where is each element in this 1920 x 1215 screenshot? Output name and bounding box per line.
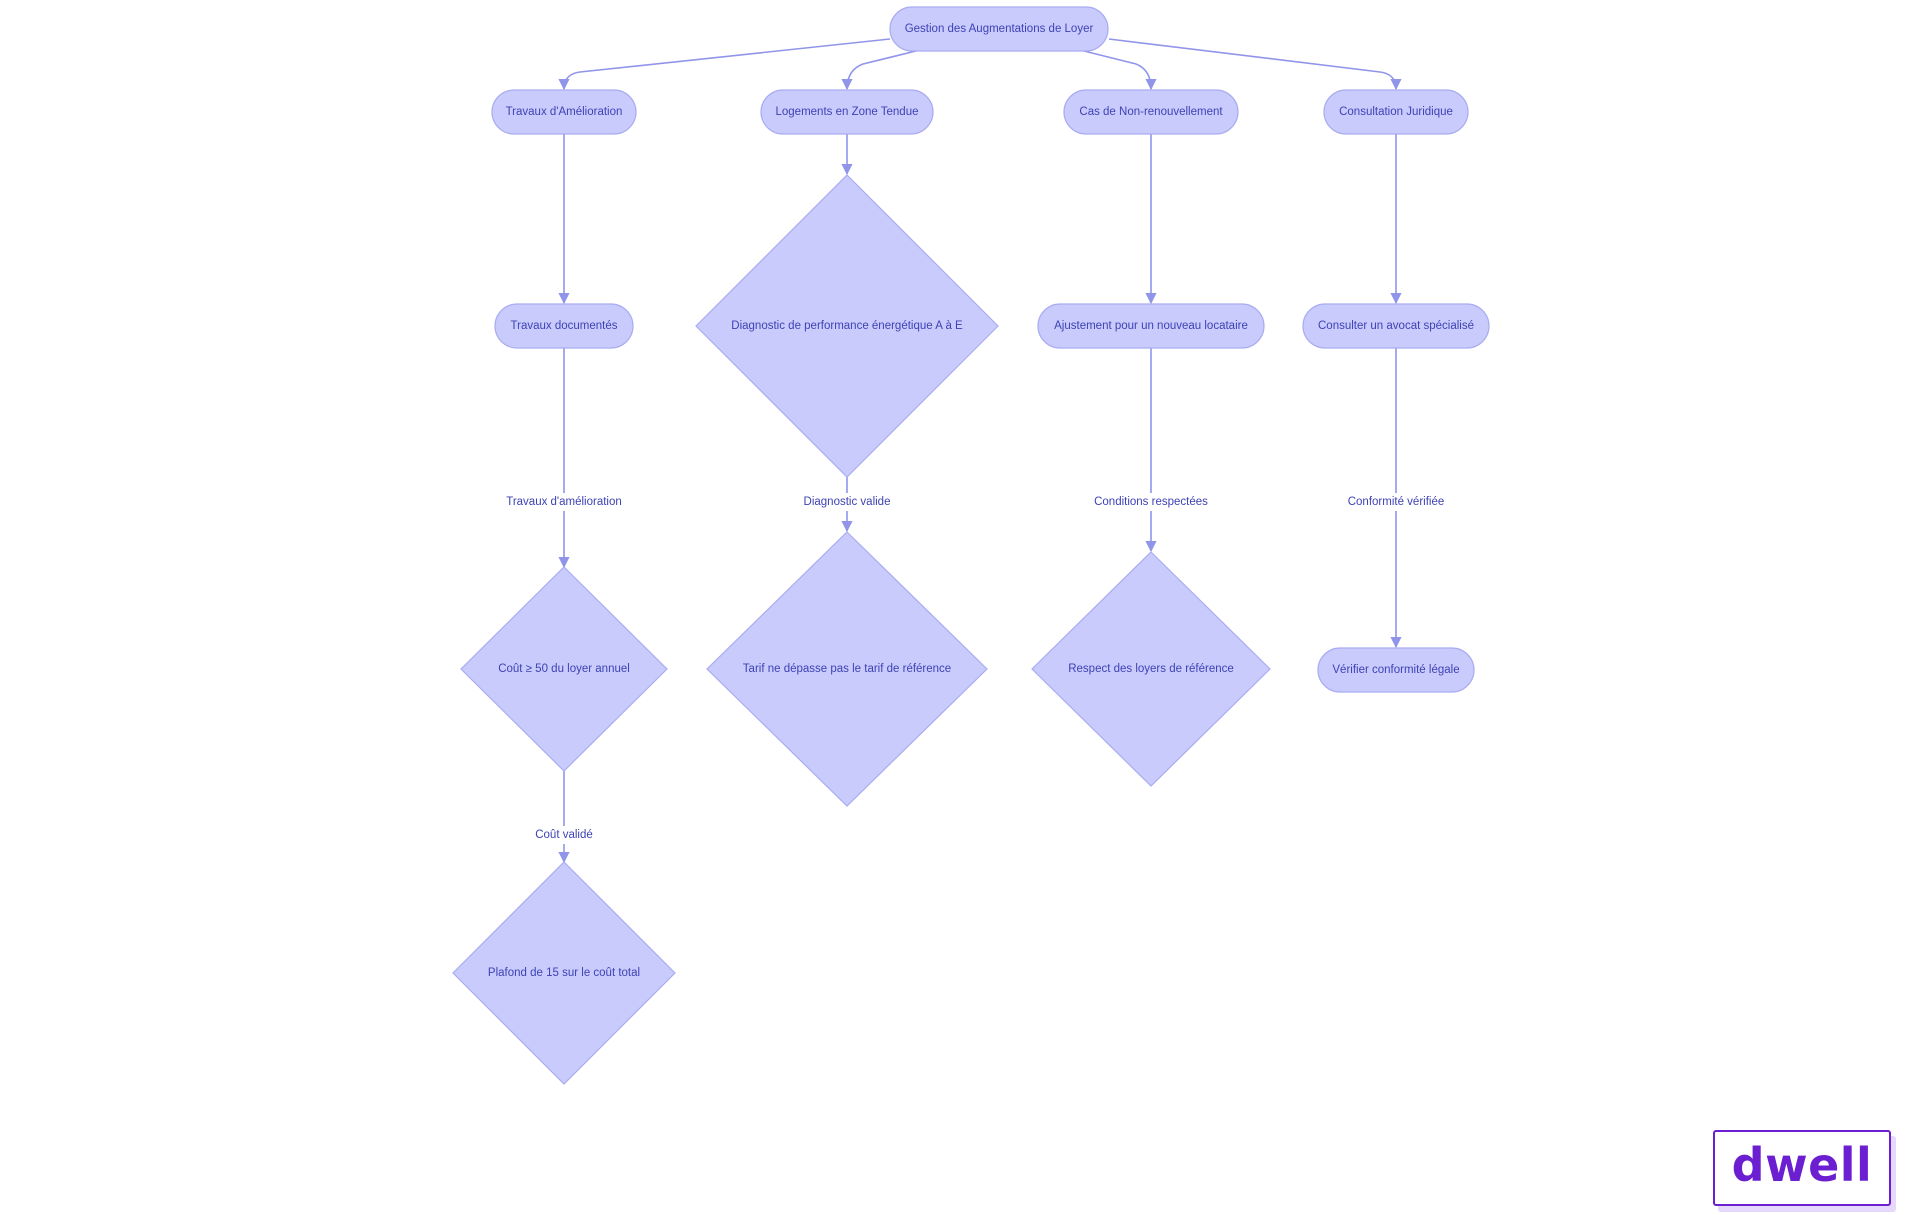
edge-label-background (1345, 493, 1447, 511)
node-travaux-amelioration[interactable]: Travaux d'Amélioration (491, 89, 637, 135)
node-shape (1063, 89, 1239, 135)
node-shape (452, 861, 676, 1085)
node-shape (1317, 647, 1475, 693)
node-label: Gestion des Augmentations de Loyer (905, 23, 1094, 35)
node-label: Cas de Non-renouvellement (1079, 106, 1223, 118)
node-label: Vérifier conformité légale (1332, 664, 1459, 676)
node-root[interactable]: Gestion des Augmentations de Loyer (889, 6, 1109, 52)
node-label: Consultation Juridique (1339, 106, 1453, 118)
node-non-renouvellement[interactable]: Cas de Non-renouvellement (1063, 89, 1239, 135)
node-shape (1323, 89, 1469, 135)
node-label: Logements en Zone Tendue (775, 106, 918, 118)
dwell-logo: dwell (1713, 1130, 1891, 1206)
node-label: Coût ≥ 50 du loyer annuel (498, 663, 630, 675)
node-label: Respect des loyers de référence (1068, 663, 1234, 675)
node-label: Plafond de 15 sur le coût total (488, 967, 640, 979)
node-ajustement[interactable]: Ajustement pour un nouveau locataire (1037, 303, 1265, 349)
edge-label-travaux-amelioration: Travaux d'amélioration (502, 493, 626, 511)
node-label: Ajustement pour un nouveau locataire (1054, 320, 1248, 332)
edge-label-background (799, 493, 895, 511)
node-consultation[interactable]: Consultation Juridique (1323, 89, 1469, 135)
node-tarif[interactable]: Tarif ne dépasse pas le tarif de référen… (706, 531, 988, 807)
node-shape (460, 566, 668, 772)
edge-root-to-consultation (1108, 38, 1402, 91)
node-travaux-documentes[interactable]: Travaux documentés (494, 303, 634, 349)
edge-label-background (1091, 493, 1211, 511)
node-respect-loyers[interactable]: Respect des loyers de référence (1031, 551, 1271, 787)
edge-label-background (528, 826, 600, 844)
nodes: Gestion des Augmentations de Loyer Trava… (452, 6, 1490, 1085)
edge-label-conformite-verifiee: Conformité vérifiée (1345, 493, 1447, 511)
node-shape (706, 531, 988, 807)
node-shape (1302, 303, 1490, 349)
node-label: Diagnostic de performance énergétique A … (731, 320, 963, 332)
node-verifier-conformite[interactable]: Vérifier conformité légale (1317, 647, 1475, 693)
edge-label-background (502, 493, 626, 511)
node-shape (1037, 303, 1265, 349)
edge-label-text: Travaux d'amélioration (506, 496, 622, 508)
node-label: Travaux documentés (511, 320, 618, 332)
edge-root-to-travaux-amelioration (558, 38, 891, 91)
edge-root-to-zone-tendue (841, 49, 921, 91)
node-label: Travaux d'Amélioration (506, 106, 623, 118)
edge-labels: Travaux d'amélioration Diagnostic valide… (502, 493, 1447, 844)
node-shape (494, 303, 634, 349)
node-shape (889, 6, 1109, 52)
edge-label-cout-valide: Coût validé (528, 826, 600, 844)
edge-label-diagnostic-valide: Diagnostic valide (799, 493, 895, 511)
node-label: Tarif ne dépasse pas le tarif de référen… (743, 663, 951, 675)
edge-label-conditions-respectees: Conditions respectées (1091, 493, 1211, 511)
logo-text: dwell (1731, 1138, 1873, 1192)
node-plafond[interactable]: Plafond de 15 sur le coût total (452, 861, 676, 1085)
node-diagnostic[interactable]: Diagnostic de performance énergétique A … (695, 174, 999, 478)
node-zone-tendue[interactable]: Logements en Zone Tendue (760, 89, 934, 135)
node-shape (760, 89, 934, 135)
edge-label-text: Conditions respectées (1094, 496, 1208, 508)
node-cout-loyer[interactable]: Coût ≥ 50 du loyer annuel (460, 566, 668, 772)
edge-root-to-non-renouvellement (1079, 49, 1157, 91)
edge-label-text: Conformité vérifiée (1348, 496, 1445, 508)
node-shape (695, 174, 999, 478)
edges (558, 38, 1402, 864)
edge-label-text: Coût validé (535, 829, 593, 841)
node-label: Consulter un avocat spécialisé (1318, 320, 1474, 332)
node-consulter-avocat[interactable]: Consulter un avocat spécialisé (1302, 303, 1490, 349)
node-shape (491, 89, 637, 135)
edge-label-text: Diagnostic valide (804, 496, 891, 508)
node-shape (1031, 551, 1271, 787)
